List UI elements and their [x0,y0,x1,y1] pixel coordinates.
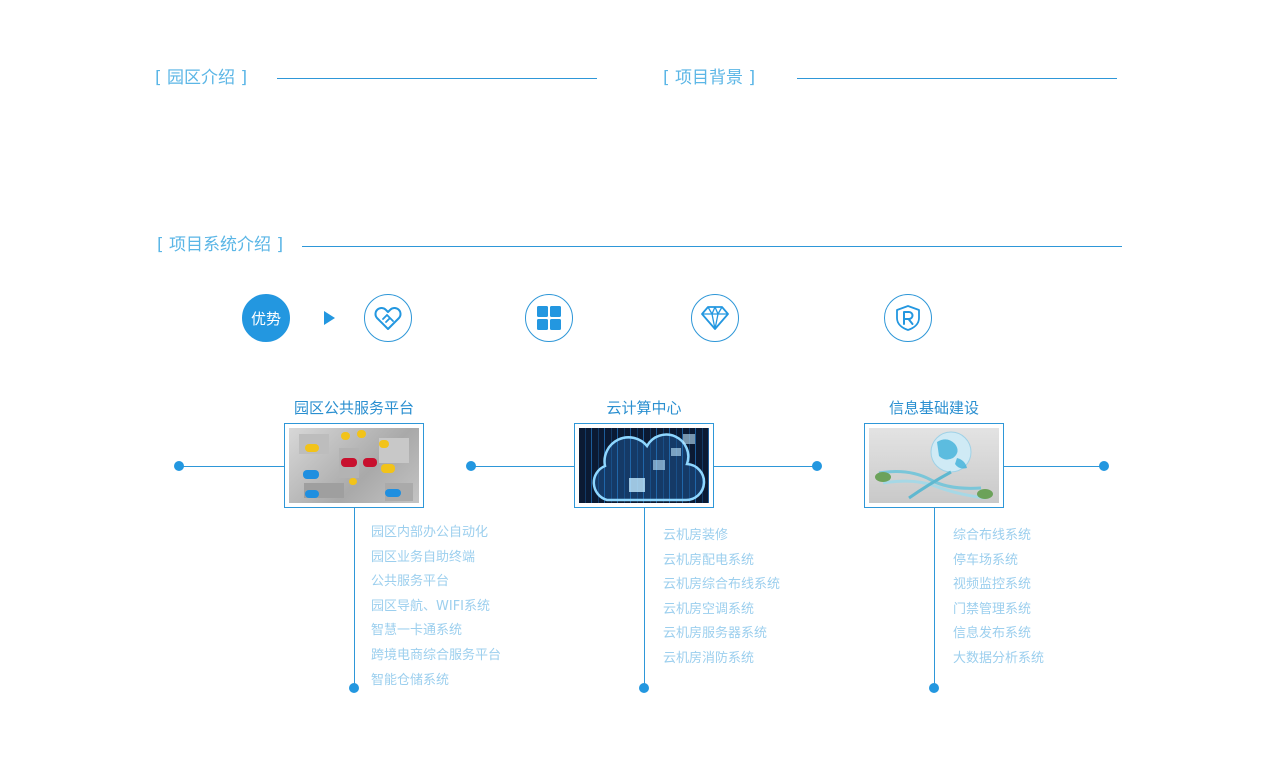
feature-list-item: 门禁管理系统 [953,601,1032,617]
tab-handshake[interactable] [364,294,412,342]
column-connector [354,508,355,688]
registered-icon [896,305,920,331]
feature-list-item: 云机房消防系统 [663,650,755,666]
timeline-dot [466,461,476,471]
handshake-icon [374,307,402,330]
feature-list-item: 停车场系统 [953,552,1019,568]
feature-list-item: 云机房空调系统 [663,601,755,617]
column-title: 园区公共服务平台 [293,399,414,417]
timeline-dot [1099,461,1109,471]
feature-list-item: 智慧一卡通系统 [371,623,463,639]
feature-list-item: 云机房综合布线系统 [663,577,781,593]
column-title: 信息基础建设 [888,399,979,417]
tab-advantage-label: 优势 [250,309,281,328]
globe-icon [875,431,993,500]
feature-list-item: 云机房装修 [663,528,729,543]
park-map-image[interactable] [284,423,424,508]
feature-list-item: 综合布线系统 [953,528,1032,543]
feature-list: 云机房装修云机房配电系统云机房综合布线系统云机房空调系统云机房服务器系统云机房消… [663,524,780,672]
grid-icon [537,306,561,330]
feature-list: 综合布线系统停车场系统视频监控系统门禁管理系统信息发布系统大数据分析系统 [953,524,1044,672]
feature-list: 园区内部办公自动化园区业务自助终端公共服务平台园区导航、WIFI系统智慧一卡通系… [371,521,501,693]
feature-list-item: 云机房服务器系统 [663,626,768,642]
feature-list-item: 跨境电商综合服务平台 [371,647,502,663]
connector-line [180,466,285,467]
column-connector [934,508,935,688]
connector-line [713,466,817,467]
column-title: 云计算中心 [606,399,682,417]
cloud-data-image[interactable] [574,423,714,508]
timeline-dot [174,461,184,471]
tab-diamond[interactable] [691,294,739,342]
column-connector [644,508,645,688]
feature-list-item: 园区导航、WIFI系统 [371,598,490,614]
cloud-icon [592,433,706,502]
section-divider [797,78,1117,79]
section-title-project-background: [ 项目背景 ] [663,68,756,88]
feature-list-item: 公共服务平台 [371,574,450,590]
feature-list-item: 视频监控系统 [953,577,1032,593]
timeline-dot [812,461,822,471]
globe-network-image[interactable] [864,423,1004,508]
timeline-dot [349,683,359,693]
feature-list-item: 信息发布系统 [953,626,1032,642]
tab-registered[interactable] [884,294,932,342]
feature-list-item: 云机房配电系统 [663,552,755,568]
tab-advantage[interactable]: 优势 [242,294,290,342]
connector-line [472,466,575,467]
timeline-dot [639,683,649,693]
diamond-icon [701,306,729,330]
section-divider [302,246,1122,247]
section-title-park-intro: [ 园区介绍 ] [155,68,248,88]
section-divider [277,78,597,79]
feature-list-item: 智能仓储系统 [371,672,450,688]
feature-list-item: 大数据分析系统 [953,650,1045,666]
feature-list-item: 园区内部办公自动化 [371,525,489,540]
play-arrow-icon [324,311,335,325]
tab-grid[interactable] [525,294,573,342]
section-title-system-intro: [ 项目系统介绍 ] [157,235,284,255]
feature-list-item: 园区业务自助终端 [371,549,476,565]
connector-line [1003,466,1104,467]
timeline-dot [929,683,939,693]
